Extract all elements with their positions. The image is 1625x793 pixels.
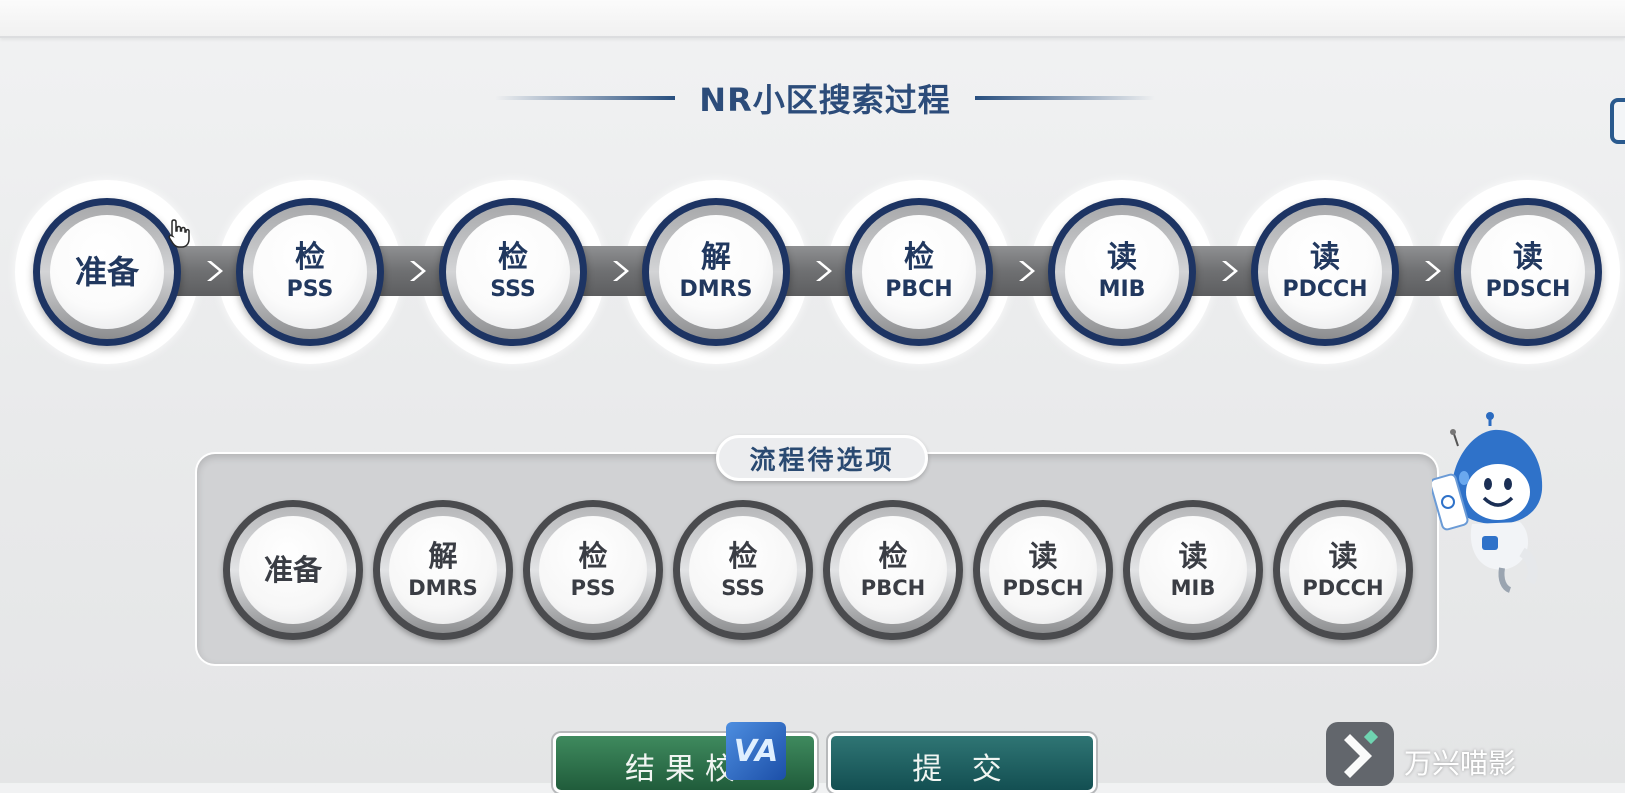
candidate-item-5[interactable]: 检 PBCH	[823, 500, 963, 640]
flow-step-zh: 准备	[74, 253, 139, 291]
chevron-right-icon	[200, 257, 228, 285]
candidate-en: MIB	[1170, 576, 1216, 600]
flow-step-5[interactable]: 检 PBCH	[845, 198, 993, 346]
candidate-zh: 检	[878, 539, 908, 573]
flow-step-en: PBCH	[885, 277, 953, 302]
title-area: NR小区搜索过程	[470, 70, 1180, 126]
title-decoration-right	[974, 96, 1155, 100]
flow-step-zh: 检	[498, 240, 528, 275]
flow-step-en: PDSCH	[1485, 277, 1571, 302]
chevron-right-icon	[606, 257, 634, 285]
candidate-en: SSS	[721, 576, 765, 600]
candidate-zh: 读	[1328, 539, 1358, 573]
candidate-zh: 检	[578, 539, 608, 573]
flow-step-8[interactable]: 读 PDSCH	[1454, 198, 1602, 346]
title-decoration-left	[495, 96, 676, 100]
candidate-en: PDSCH	[1002, 576, 1084, 600]
candidate-item-4[interactable]: 检 SSS	[673, 500, 813, 640]
flow-step-zh: 读	[1513, 240, 1543, 275]
flow-step-en: PDCCH	[1282, 277, 1368, 302]
flow-step-en: DMRS	[679, 277, 753, 302]
candidate-item-8[interactable]: 读 PDCCH	[1273, 500, 1413, 640]
corner-button-icon[interactable]	[1610, 98, 1625, 144]
candidate-zh: 准备	[263, 553, 322, 587]
flow-step-en: MIB	[1098, 277, 1146, 302]
flow-step-en: SSS	[490, 277, 536, 302]
candidate-item-3[interactable]: 检 PSS	[523, 500, 663, 640]
flow-step-3[interactable]: 检 SSS	[439, 198, 587, 346]
candidate-item-6[interactable]: 读 PDSCH	[973, 500, 1113, 640]
va-overlay-logo: VA	[726, 722, 786, 780]
chevron-right-icon	[1215, 257, 1243, 285]
chevron-right-icon	[809, 257, 837, 285]
flow-step-zh: 检	[295, 240, 325, 275]
candidate-item-7[interactable]: 读 MIB	[1123, 500, 1263, 640]
candidate-zh: 检	[728, 539, 758, 573]
candidate-zh: 解	[428, 539, 458, 573]
flow-step-en: PSS	[286, 277, 334, 302]
candidate-en: PDCCH	[1302, 576, 1384, 600]
candidate-en: PSS	[570, 576, 616, 600]
flow-step-zh: 读	[1310, 240, 1340, 275]
candidate-en: PBCH	[860, 576, 926, 600]
watermark-logo-icon	[1326, 722, 1394, 786]
candidate-zh: 读	[1028, 539, 1058, 573]
flow-step-1[interactable]: 准备	[33, 198, 181, 346]
chevron-right-icon	[1012, 257, 1040, 285]
flow-step-4[interactable]: 解 DMRS	[642, 198, 790, 346]
flow-step-zh: 读	[1107, 240, 1137, 275]
robot-mascot-icon	[1429, 412, 1582, 612]
flow-step-7[interactable]: 读 PDCCH	[1251, 198, 1399, 346]
candidate-item-1[interactable]: 准备	[223, 500, 363, 640]
submit-button[interactable]: 提 交	[828, 733, 1096, 793]
watermark-text: 万兴喵影	[1404, 747, 1517, 780]
hand-pointer-icon	[167, 218, 191, 250]
candidate-item-2[interactable]: 解 DMRS	[373, 500, 513, 640]
chevron-right-icon	[1418, 257, 1446, 285]
chevron-right-icon	[403, 257, 431, 285]
flow-step-zh: 检	[904, 240, 934, 275]
flow-step-zh: 解	[701, 240, 731, 275]
flow-step-2[interactable]: 检 PSS	[236, 198, 384, 346]
candidate-en: DMRS	[408, 576, 478, 600]
page-title: NR小区搜索过程	[699, 81, 951, 119]
candidates-panel-label: 流程待选项	[716, 435, 928, 481]
flow-step-6[interactable]: 读 MIB	[1048, 198, 1196, 346]
top-bar	[0, 0, 1625, 38]
candidate-zh: 读	[1178, 539, 1208, 573]
